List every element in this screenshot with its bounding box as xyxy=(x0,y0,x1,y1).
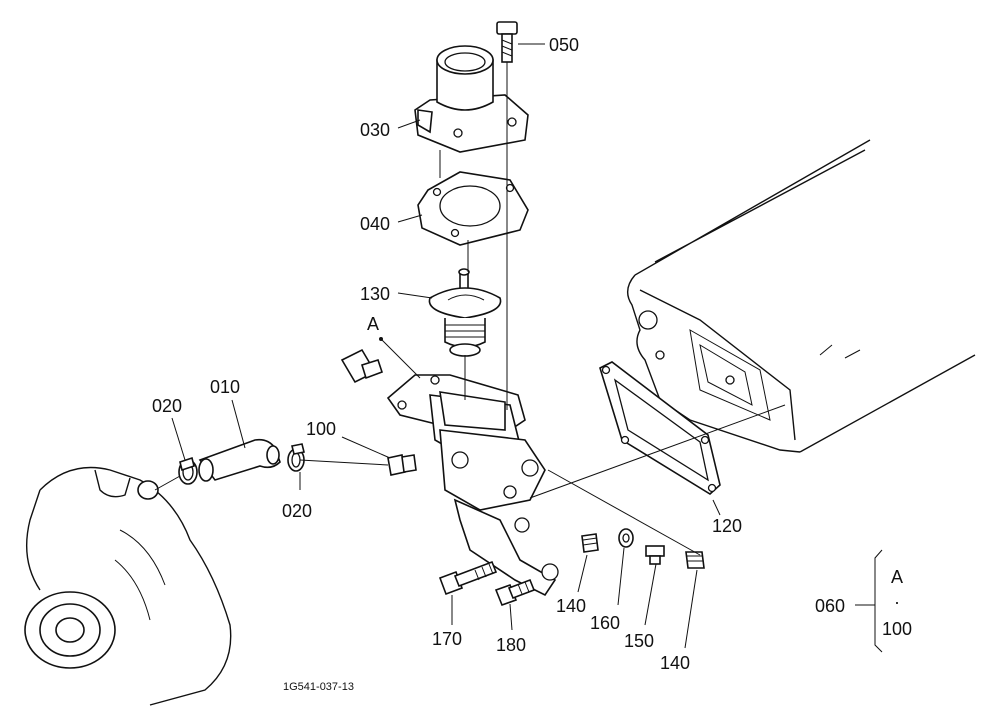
part-140-plug-left xyxy=(581,533,599,553)
label-140-right: 140 xyxy=(660,653,690,673)
part-100-fitting xyxy=(387,454,417,476)
label-030: 030 xyxy=(360,120,390,140)
label-040: 040 xyxy=(360,214,390,234)
label-130: 130 xyxy=(360,284,390,304)
sensor-plug xyxy=(340,348,384,384)
part-020-clamp-right xyxy=(287,443,305,472)
label-set-dot: · xyxy=(894,592,900,612)
part-040-gasket xyxy=(417,171,529,246)
part-170-bolt xyxy=(438,560,498,596)
label-020-right: 020 xyxy=(282,501,312,521)
label-050: 050 xyxy=(549,35,579,55)
part-labels: 050 030 040 130 A 010 020 100 020 120 14… xyxy=(152,35,912,693)
label-010: 010 xyxy=(210,377,240,397)
label-set-100: 100 xyxy=(882,619,912,639)
label-120: 120 xyxy=(712,516,742,536)
label-060: 060 xyxy=(815,596,845,616)
part-030-thermostat-cover xyxy=(414,45,529,153)
label-020-left: 020 xyxy=(152,396,182,416)
engine-block-outline xyxy=(627,139,976,453)
part-020-clamp-left xyxy=(178,456,198,485)
thermostat-housing xyxy=(386,374,559,597)
label-160: 160 xyxy=(590,613,620,633)
part-180-bolt xyxy=(494,578,536,607)
label-150: 150 xyxy=(624,631,654,651)
part-160-washer xyxy=(618,528,634,548)
part-010-hose xyxy=(198,438,281,482)
part-050-bolt xyxy=(496,21,518,63)
part-130-thermostat xyxy=(428,268,502,357)
part-140-plug-right xyxy=(685,551,705,569)
part-150-plug xyxy=(645,545,665,565)
label-170: 170 xyxy=(432,629,462,649)
water-pump-outline xyxy=(24,466,232,706)
label-callout-a: A xyxy=(367,314,379,334)
part-120-gasket xyxy=(599,361,721,495)
set-060-bracket xyxy=(855,549,883,653)
label-140-left: 140 xyxy=(556,596,586,616)
label-100: 100 xyxy=(306,419,336,439)
label-set-a: A xyxy=(891,567,903,587)
label-180: 180 xyxy=(496,635,526,655)
figure-code: 1G541-037-13 xyxy=(283,681,354,693)
leader-lines xyxy=(154,43,786,649)
